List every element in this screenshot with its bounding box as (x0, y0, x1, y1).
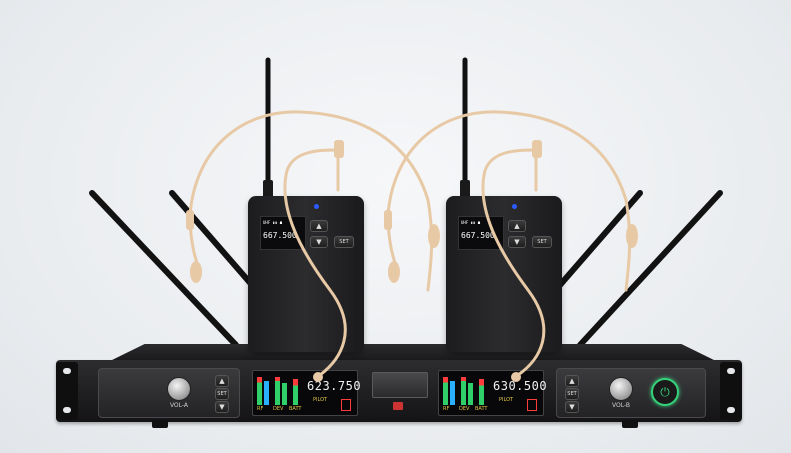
meter-bars-a (257, 375, 303, 405)
pack-up-button-right[interactable]: ▲ (508, 220, 526, 232)
pack-lcd-left: UHF ▮▮ ☗ 667.500 (260, 216, 306, 250)
pack-set-button-right[interactable]: SET (532, 236, 552, 248)
rack-ear-right (720, 362, 742, 420)
channel-indicator-a (341, 399, 351, 411)
set-button-a[interactable]: SET (215, 388, 229, 400)
led-indicator-left (314, 204, 319, 209)
control-module-a: VOL-A ▲ SET ▼ (98, 368, 240, 418)
down-button-b[interactable]: ▼ (565, 401, 579, 413)
pack-lcd-icons-left: UHF ▮▮ ☗ (263, 220, 283, 225)
headset-left (188, 110, 434, 377)
rf-label-a: RF (257, 406, 264, 412)
rack-ear-left (56, 362, 78, 420)
pack-frequency-left: 667.500 (263, 231, 297, 240)
display-channel-a: RF DEV BATT 623.750 PILOT (252, 370, 362, 416)
pack-down-button-right[interactable]: ▼ (508, 236, 526, 248)
volume-knob-a[interactable] (167, 377, 191, 401)
frequency-display-a: 623.750 (307, 379, 362, 393)
pack-lcd-right: UHF ▮▮ ☗ 667.500 (458, 216, 504, 250)
power-button[interactable]: ⏻ (651, 378, 679, 406)
volume-knob-b[interactable] (609, 377, 633, 401)
pack-set-button-left[interactable]: SET (334, 236, 354, 248)
dev-label-a: DEV (273, 406, 284, 412)
receiver-foot-right (622, 420, 638, 428)
center-ir-window (372, 372, 428, 398)
down-button-a[interactable]: ▼ (215, 401, 229, 413)
dev-label-b: DEV (459, 406, 470, 412)
receiver-foot-left (152, 420, 168, 428)
up-button-b[interactable]: ▲ (565, 375, 579, 387)
up-button-a[interactable]: ▲ (215, 375, 229, 387)
meter-bars-b (443, 375, 489, 405)
volume-label-a: VOL-A (169, 402, 189, 409)
rf-label-b: RF (443, 406, 450, 412)
batt-label-a: BATT (289, 406, 302, 412)
control-module-b: ▲ SET ▼ VOL-B ⏻ (556, 368, 706, 418)
batt-label-b: BATT (475, 406, 488, 412)
power-icon: ⏻ (660, 385, 670, 399)
volume-label-b: VOL-B (611, 402, 631, 409)
display-channel-b: RF DEV BATT 630.500 PILOT (438, 370, 548, 416)
set-button-b[interactable]: SET (565, 388, 579, 400)
pilot-label-a: PILOT (313, 397, 328, 403)
headset-right (386, 110, 632, 377)
frequency-display-b: 630.500 (493, 379, 548, 393)
pack-lcd-icons-right: UHF ▮▮ ☗ (461, 220, 481, 225)
pack-up-button-left[interactable]: ▲ (310, 220, 328, 232)
pack-down-button-left[interactable]: ▼ (310, 236, 328, 248)
channel-indicator-b (527, 399, 537, 411)
brand-logo (393, 402, 403, 410)
pilot-label-b: PILOT (499, 397, 514, 403)
pack-frequency-right: 667.500 (461, 231, 495, 240)
led-indicator-right (512, 204, 517, 209)
